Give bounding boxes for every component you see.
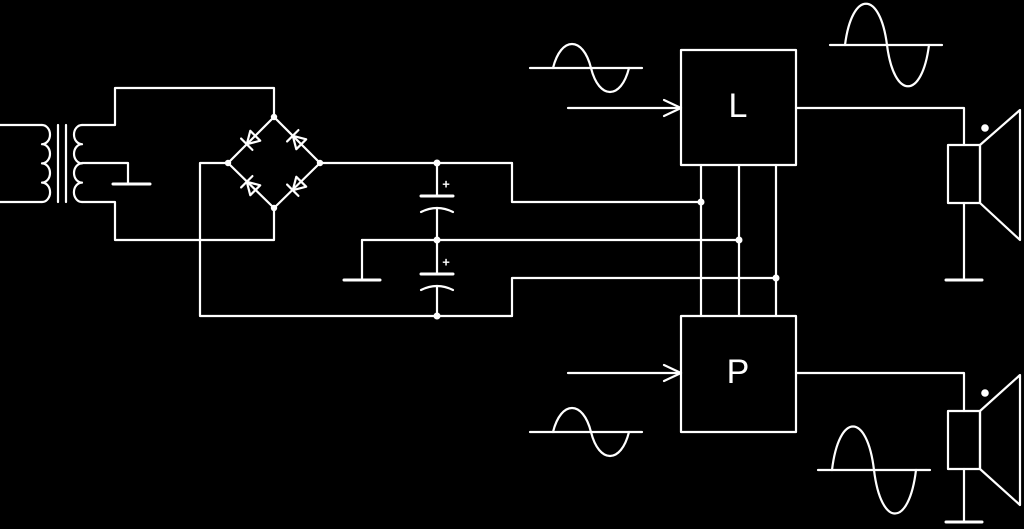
transformer xyxy=(0,86,276,242)
output-sine-wave-left xyxy=(828,2,944,88)
polarity-plus-lower: + xyxy=(442,254,450,269)
input-sine-wave-left xyxy=(528,42,644,94)
amplifier-left: L xyxy=(679,48,798,167)
output-wire-left xyxy=(794,106,966,147)
output-sine-wave-right xyxy=(816,425,932,515)
amplifier-left-label: L xyxy=(729,87,748,125)
polarity-plus-upper: + xyxy=(442,176,450,191)
diode-bottom-right xyxy=(286,175,308,197)
amplifier-bus xyxy=(697,163,780,318)
speaker-bottom xyxy=(944,373,1022,524)
supply-wiring xyxy=(198,159,778,320)
amplifier-right-label: P xyxy=(727,353,750,391)
diode-top-left xyxy=(240,129,262,151)
capacitor-lower: + xyxy=(419,254,455,292)
speaker-top xyxy=(944,108,1022,282)
input-sine-wave-right xyxy=(528,406,644,458)
input-arrow-right xyxy=(566,363,683,383)
diode-bottom-left xyxy=(240,175,262,197)
input-arrow-left xyxy=(566,98,683,118)
capacitor-upper: + xyxy=(419,176,455,214)
amplifier-right: P xyxy=(679,314,798,434)
output-wire-right xyxy=(794,371,966,413)
diode-top-right xyxy=(286,129,308,151)
bridge-rectifier xyxy=(224,113,324,212)
